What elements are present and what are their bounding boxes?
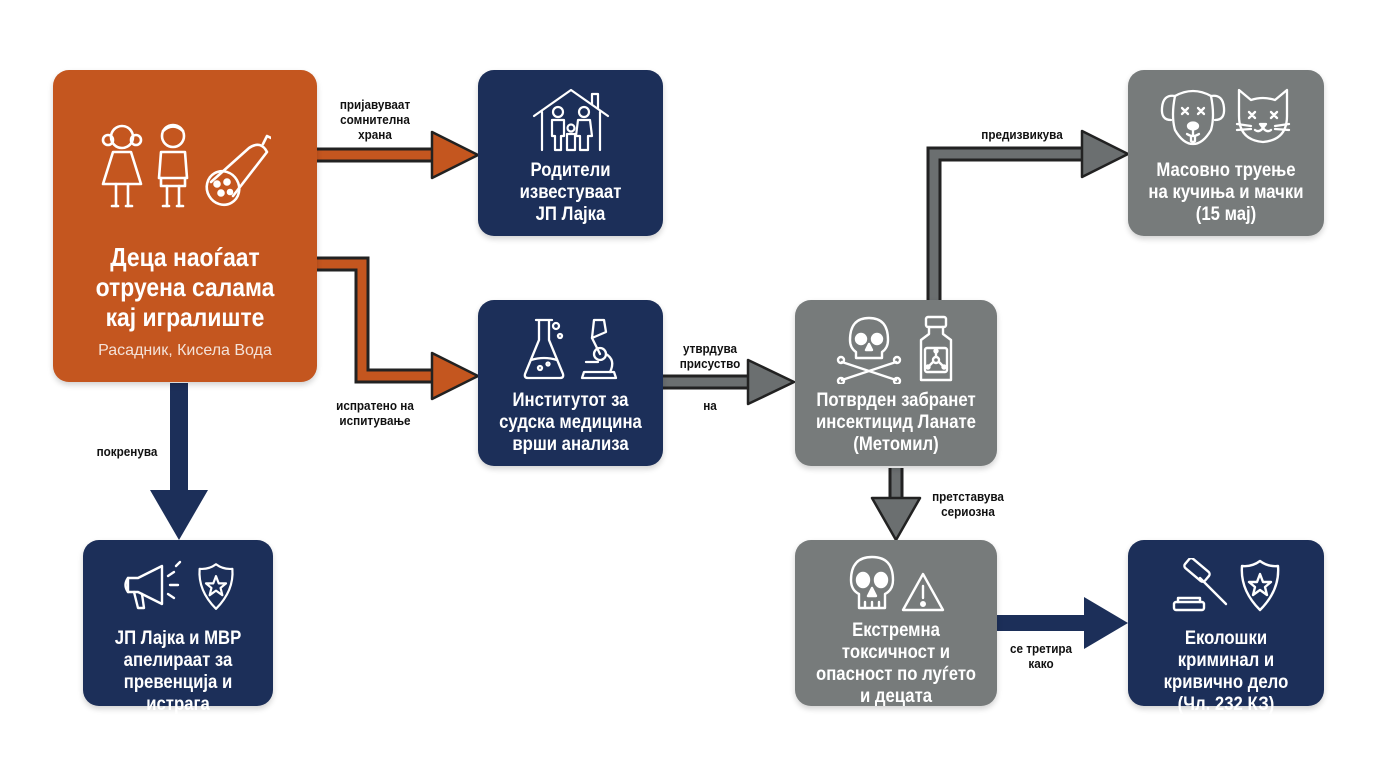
node-children-find-salami: Деца наоѓаат отруена салама кај игралишт…: [53, 70, 317, 382]
edge-label-establishes: утврдува присуство: [679, 341, 741, 371]
node-institute-title: Институтот за судска медицина врши анали…: [499, 390, 642, 455]
edge-label-causes: предизвикува: [981, 127, 1063, 142]
node-appeal-title: ЈП Лајка и МВР апелираат за превенција и…: [114, 628, 242, 715]
microscope-icon: [580, 318, 617, 380]
arrow-institute-to-confirmed: [663, 358, 796, 406]
arrow-confirmed-to-toxicity: [870, 468, 922, 542]
arrow-children-to-appeal: [150, 383, 208, 540]
edge-label-treated: се третира како: [1009, 641, 1073, 671]
arrow-confirmed-to-poisoning: [926, 129, 1130, 300]
edge-label-sent: испратено на испитување: [336, 398, 414, 428]
dead-dog-icon: [1160, 89, 1226, 146]
girl-icon: [101, 124, 143, 208]
node-appeal-prevention: ЈП Лајка и МВР апелираат за превенција и…: [83, 540, 273, 715]
boy-icon: [157, 123, 189, 208]
arrow-children-to-institute: [316, 256, 480, 401]
edge-label-establishes-na: на: [703, 398, 717, 413]
police-badge-icon: [1240, 559, 1280, 612]
gavel-icon: [1172, 558, 1228, 612]
node-parents-notify: Родители известуваат ЈП Лајка: [478, 70, 663, 236]
node-poisoning-title: Масовно труење на кучиња и мачки (15 мај…: [1148, 160, 1304, 225]
arrow-toxicity-to-crime: [996, 597, 1128, 649]
node-confirmed-title: Потврден забранет инсектицид Ланате (Мет…: [816, 390, 976, 455]
node-confirmed-insecticide: Потврден забранет инсектицид Ланате (Мет…: [795, 300, 997, 466]
family-house-icon: [532, 88, 609, 152]
node-environmental-crime: Еколошки криминал и кривично дело (Чл. 2…: [1128, 540, 1324, 715]
node-parents-title: Родители известуваат ЈП Лајка: [519, 160, 622, 225]
edge-label-reports: пријавуваат сомнителна храна: [339, 97, 411, 142]
skull-icon: [849, 555, 895, 610]
flask-icon: [523, 318, 564, 380]
node-children-icons: [53, 122, 317, 210]
node-extreme-toxicity: Екстремна токсичност и опасност по луѓет…: [795, 540, 997, 707]
dead-cat-icon: [1235, 88, 1291, 144]
police-badge-icon: [198, 563, 234, 610]
node-children-title: Деца наоѓаат отруена салама кај игралишт…: [95, 242, 275, 332]
node-mass-poisoning: Масовно труење на кучиња и мачки (15 мај…: [1128, 70, 1324, 236]
megaphone-icon: [124, 560, 182, 610]
node-institute-analysis: Институтот за судска медицина врши анали…: [478, 300, 663, 466]
edge-label-triggers: покренува: [96, 444, 158, 459]
poison-bottle-icon: [919, 315, 953, 382]
warning-icon: [901, 572, 945, 612]
skull-crossbones-icon: [836, 316, 902, 384]
node-crime-title: Еколошки криминал и кривично дело (Чл. 2…: [1163, 628, 1289, 715]
salami-icon: [205, 134, 271, 207]
node-toxicity-title: Екстремна токсичност и опасност по луѓет…: [815, 620, 977, 707]
arrow-children-to-parents: [316, 130, 480, 180]
node-children-location: Расадник, Кисела Вода: [98, 342, 272, 359]
edge-label-represents: претставува сериозна: [932, 489, 1004, 519]
